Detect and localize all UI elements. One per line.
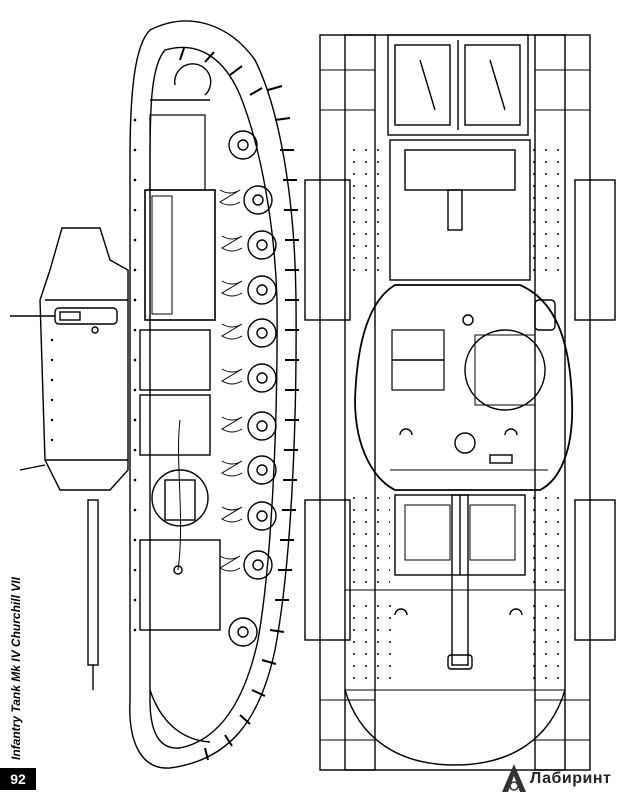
turret-side-drawing	[10, 227, 129, 690]
side-view-drawing	[129, 20, 299, 769]
figure-caption: Infantry Tank Mk IV Churchill VII	[9, 577, 23, 760]
watermark: Лабиринт	[500, 760, 612, 796]
page-number: 92	[0, 768, 36, 790]
labirint-logo-icon	[502, 764, 526, 792]
watermark-text: Лабиринт	[530, 770, 612, 787]
top-view-drawing	[304, 34, 616, 771]
